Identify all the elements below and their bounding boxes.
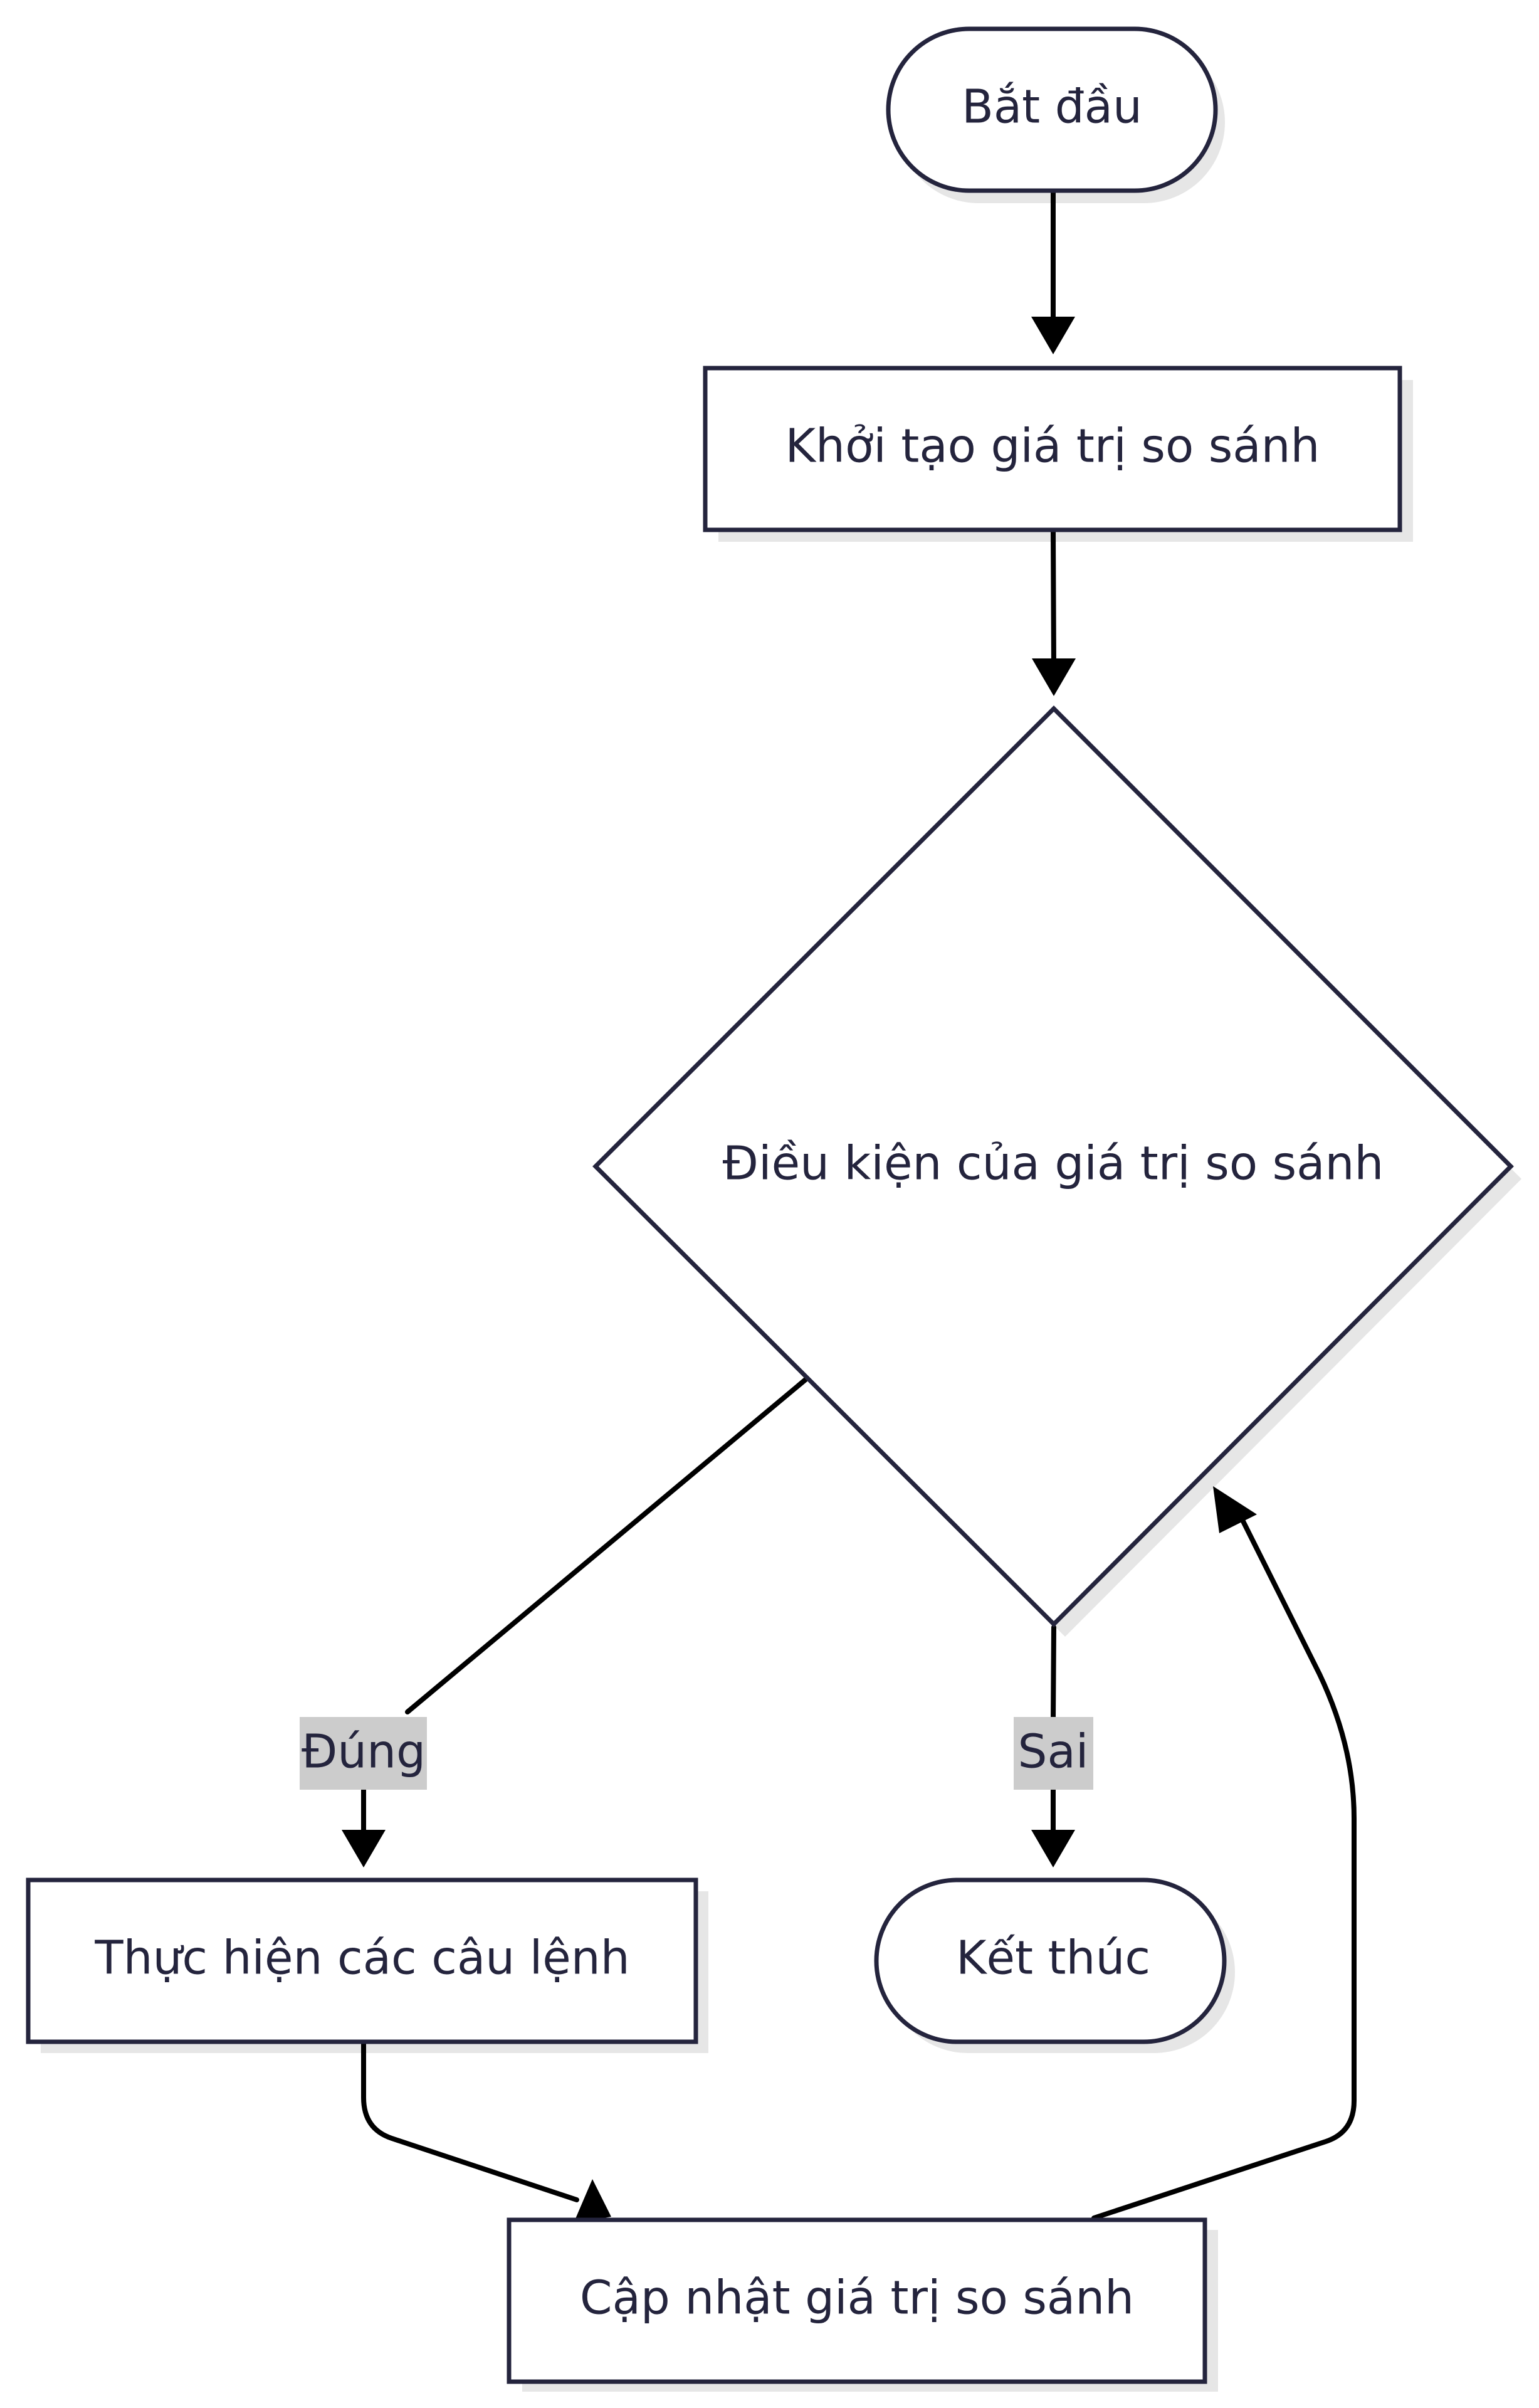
arrowhead-icon bbox=[1213, 1486, 1257, 1533]
arrowhead-icon bbox=[342, 1830, 386, 1867]
arrowhead-icon bbox=[574, 2179, 611, 2223]
node-end[interactable]: Kết thúc bbox=[874, 1877, 1227, 2044]
edge-execute-to-update bbox=[361, 2040, 579, 2202]
node-init-label: Khởi tạo giá trị so sánh bbox=[785, 420, 1320, 473]
node-init[interactable]: Khởi tạo giá trị so sánh bbox=[703, 366, 1402, 532]
edge-condition-to-execute bbox=[405, 1377, 808, 1714]
edge-label-true-text: Đúng bbox=[302, 1725, 426, 1779]
edge-init-to-condition bbox=[1051, 528, 1056, 670]
arrowhead-icon bbox=[1032, 658, 1076, 696]
edge-condition-to-end bbox=[1051, 1625, 1056, 1724]
edge-label-false-text: Sai bbox=[1018, 1725, 1089, 1779]
node-execute-label: Thực hiện các câu lệnh bbox=[94, 1931, 629, 1985]
node-update-label: Cập nhật giá trị so sánh bbox=[580, 2271, 1134, 2325]
edge-label-true: Đúng bbox=[300, 1717, 427, 1790]
node-condition-label: Điều kiện của giá trị so sánh bbox=[723, 1137, 1384, 1191]
node-end-label: Kết thúc bbox=[956, 1931, 1150, 1985]
arrowhead-icon bbox=[1031, 317, 1075, 354]
node-execute[interactable]: Thực hiện các câu lệnh bbox=[26, 1877, 698, 2044]
arrowhead-icon bbox=[1031, 1830, 1075, 1867]
node-start-label: Bắt đầu bbox=[962, 80, 1142, 134]
edge-update-to-condition bbox=[1091, 1509, 1357, 2221]
edge-label-false: Sai bbox=[1014, 1717, 1093, 1790]
node-update[interactable]: Cập nhật giá trị so sánh bbox=[507, 2217, 1207, 2384]
node-start[interactable]: Bắt đầu bbox=[886, 26, 1218, 193]
edges bbox=[342, 189, 1357, 2223]
node-condition[interactable]: Điều kiện của giá trị so sánh bbox=[592, 705, 1514, 1627]
